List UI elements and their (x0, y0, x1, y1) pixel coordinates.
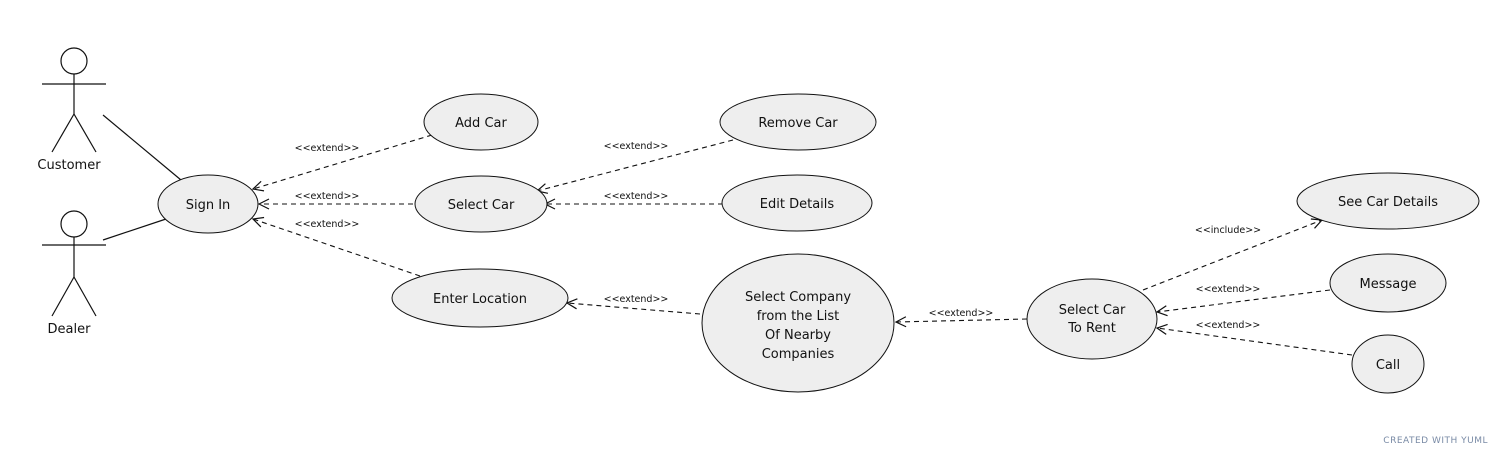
usecase-label: Remove Car (758, 116, 838, 131)
relation-label: <<extend>> (604, 191, 669, 202)
usecase-see-car-details[interactable]: See Car Details (1296, 172, 1480, 230)
usecase-message[interactable]: Message (1329, 253, 1447, 313)
usecase-label-line: Select Car (1059, 303, 1126, 318)
usecase-label: Add Car (455, 116, 507, 131)
usecase-label: Message (1360, 277, 1417, 292)
usecase-select-company[interactable]: Select Company from the List Of Nearby C… (701, 253, 895, 393)
edge-enter-location-to-sign-in (253, 219, 421, 277)
edge-call-to-select-car-to-rent (1157, 328, 1353, 356)
usecase-label-line: from the List (757, 309, 840, 324)
actor-left-leg (51, 113, 75, 153)
relation-label: <<extend>> (295, 143, 360, 154)
usecase-label: Sign In (186, 198, 231, 213)
actor-customer[interactable]: Customer (37, 47, 106, 173)
actor-dealer-label: Dealer (48, 322, 92, 337)
edge-select-company-to-enter-location (567, 303, 701, 315)
relation-label: <<extend>> (295, 219, 360, 230)
usecase-enter-location[interactable]: Enter Location (391, 268, 569, 328)
edge-add-car-to-sign-in (253, 134, 433, 189)
relation-label: <<extend>> (604, 141, 669, 152)
actor-dealer[interactable]: Dealer (42, 210, 106, 337)
usecase-label: Select Car (448, 198, 515, 213)
usecase-label: Call (1376, 358, 1400, 373)
usecase-label: Edit Details (760, 197, 835, 212)
actor-head (60, 47, 88, 75)
usecase-edit-details[interactable]: Edit Details (721, 174, 873, 232)
relation-label: <<extend>> (604, 294, 669, 305)
actor-right-leg (73, 276, 97, 317)
actor-right-leg (73, 113, 97, 153)
relation-label: <<extend>> (295, 191, 360, 202)
usecase-label: Enter Location (433, 292, 527, 307)
edge-message-to-select-car-to-rent (1157, 289, 1331, 312)
usecase-sign-in[interactable]: Sign In (157, 174, 259, 234)
usecase-select-car-to-rent[interactable]: Select Car To Rent (1026, 278, 1158, 360)
association-dealer-sign-in (102, 218, 167, 241)
usecase-add-car[interactable]: Add Car (423, 93, 539, 151)
edge-remove-car-to-select-car (537, 139, 734, 191)
usecase-label-line: Of Nearby (765, 328, 831, 343)
usecase-select-car[interactable]: Select Car (414, 175, 548, 233)
association-customer-sign-in (102, 114, 182, 181)
relation-label: <<extend>> (1196, 284, 1261, 295)
actor-left-leg (51, 276, 75, 317)
usecase-label-line: Select Company (745, 290, 851, 305)
edge-select-car-to-rent-to-select-company (896, 319, 1028, 322)
relation-label: <<include>> (1195, 225, 1261, 236)
usecase-label-line: To Rent (1067, 321, 1116, 336)
usecase-call[interactable]: Call (1351, 334, 1425, 394)
actor-head (60, 210, 88, 238)
relation-label: <<extend>> (929, 308, 994, 319)
yuml-credit: CREATED WITH YUML (1383, 436, 1488, 446)
relation-label: <<extend>> (1196, 320, 1261, 331)
actor-customer-label: Customer (37, 158, 101, 173)
usecase-label: See Car Details (1338, 195, 1438, 210)
usecase-label-line: Companies (762, 347, 835, 362)
usecase-remove-car[interactable]: Remove Car (719, 93, 877, 151)
